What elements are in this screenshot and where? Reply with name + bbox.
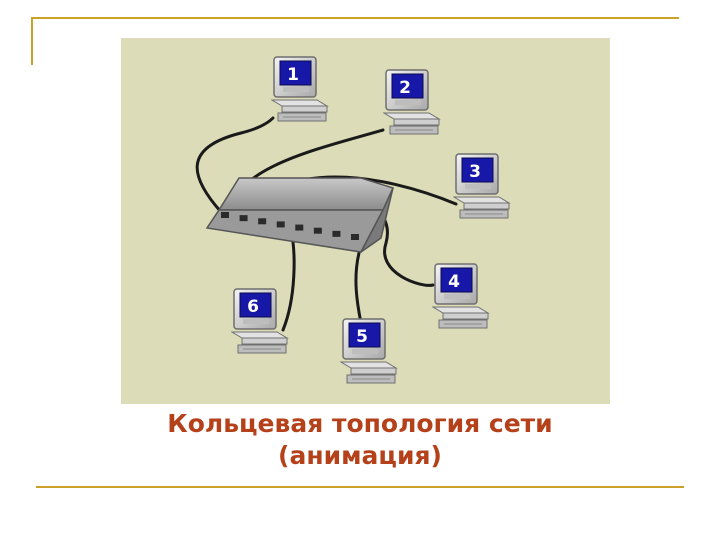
hub-port [277,221,285,227]
caption-line-1: Кольцевая топология сети [0,408,720,440]
caption-line-2: (анимация) [0,440,720,472]
computer-4-label: 4 [448,272,460,292]
computer-2: 2 [384,70,439,134]
computer-4: 4 [433,264,488,328]
computer-6: 6 [232,289,287,353]
hub-port [351,234,359,240]
hub-port [295,225,303,231]
cable-computer-6 [283,230,294,330]
hub-port [258,218,266,224]
computer-6-label: 6 [247,297,259,317]
hub-port [332,231,340,237]
computer-5: 5 [341,319,396,383]
computer-1-label: 1 [287,65,299,85]
frame-left-line [31,17,33,65]
diagram-caption: Кольцевая топология сети (анимация) [0,408,720,472]
computer-3: 3 [454,154,509,218]
computer-2-label: 2 [399,78,411,98]
hub-port [240,215,248,221]
computer-1: 1 [272,57,327,121]
topology-illustration: 1 2 3 4 5 6 [121,38,610,404]
computer-5-label: 5 [356,327,368,347]
hub-port [314,228,322,234]
network-hub-icon [207,178,393,252]
computer-3-label: 3 [469,162,481,182]
hub-port [221,212,229,218]
frame-bottom-line [36,486,684,488]
frame-top-line [31,17,679,19]
topology-diagram: 1 2 3 4 5 6 [121,38,610,404]
